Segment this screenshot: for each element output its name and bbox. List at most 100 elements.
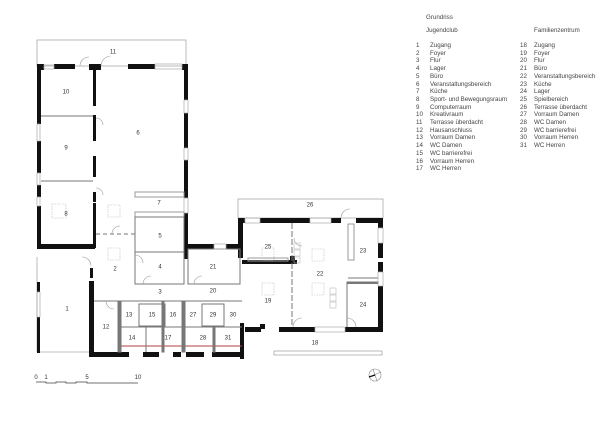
legend-item-number: 3	[416, 57, 420, 65]
room-number-label: 22	[317, 272, 324, 278]
legend-item: 3 Flur	[416, 57, 507, 65]
room-number-label: 3	[158, 290, 162, 296]
legend-item-label: Flur	[430, 57, 441, 65]
legend-item-number: 13	[416, 134, 423, 142]
legend-item-label: Vorraum Damen	[534, 111, 580, 119]
legend-item: 9 Computerraum	[416, 104, 507, 112]
legend-item-number: 8	[416, 95, 420, 103]
legend-item: 27 Vorraum Damen	[520, 111, 595, 119]
legend-item-label: Foyer	[534, 49, 550, 57]
legend-item-number: 21	[520, 65, 527, 73]
scale-tick-label: 10	[135, 375, 142, 381]
room-number-label: 30	[230, 313, 237, 319]
room-number-label: 7	[157, 201, 161, 207]
legend-item-label: Kreativraum	[430, 111, 464, 119]
legend-item-label: Büro	[534, 65, 548, 73]
legend-item-number: 27	[520, 111, 527, 119]
legend-item-number: 20	[520, 57, 527, 65]
legend-item-label: Vorraum Damen	[430, 134, 476, 142]
legend-item-number: 25	[520, 95, 527, 103]
legend-item: 13 Vorraum Damen	[416, 134, 507, 142]
legend-item: 1 Zugang	[416, 42, 507, 50]
room-number-label: 10	[63, 90, 70, 96]
room-number-label: 24	[360, 303, 367, 309]
legend-item-number: 26	[520, 103, 527, 111]
legend-item-number: 19	[520, 49, 527, 57]
room-number-label: 27	[190, 313, 197, 319]
legend-item-label: Spielbereich	[534, 95, 569, 103]
legend-item: 17 WC Herren	[416, 165, 507, 173]
legend-item-number: 12	[416, 126, 423, 134]
legend-item-number: 17	[416, 165, 423, 173]
room-number-label: 16	[170, 313, 177, 319]
room-number-label: 25	[265, 245, 272, 251]
scale-tick-label: 5	[85, 375, 89, 381]
thin-walls	[41, 115, 379, 353]
legend-item-number: 28	[520, 119, 527, 127]
legend-item-label: Veranstaltungsbereich	[430, 80, 492, 88]
jugendclub-heading: Jugendclub	[426, 27, 458, 34]
room-number-label: 31	[225, 336, 232, 342]
legend-item-label: Küche	[534, 80, 552, 88]
legend-item-number: 31	[520, 142, 527, 150]
legend-item-number: 14	[416, 142, 423, 150]
legend-item-number: 9	[416, 103, 420, 111]
room-number-label: 8	[64, 212, 68, 218]
north-arrow	[368, 368, 382, 382]
legend-item-label: Computerraum	[430, 103, 472, 111]
room-number-label: 23	[360, 249, 367, 255]
legend-item: 26 Terrasse überdacht	[520, 104, 595, 112]
room-number-label: 9	[64, 146, 68, 152]
legend-item-label: WC barrierefrei	[430, 149, 472, 157]
legend-item-number: 11	[416, 119, 423, 127]
legend-item-number: 15	[416, 149, 423, 157]
legend-item-number: 6	[416, 80, 420, 88]
room-number-label: 14	[129, 336, 136, 342]
room-number-label: 11	[110, 50, 117, 56]
legend-item-number: 16	[416, 157, 423, 165]
room-number-label: 12	[103, 325, 110, 331]
legend-item: 15 WC barrierefrei	[416, 150, 507, 158]
room-number-label: 1	[65, 307, 69, 313]
legend-item: 25 Spielbereich	[520, 96, 595, 104]
legend-item-number: 1	[416, 42, 420, 49]
legend-item-number: 18	[520, 42, 527, 49]
room-number-label: 17	[165, 336, 172, 342]
room-number-label: 28	[200, 336, 207, 342]
seating	[293, 242, 337, 309]
legend-item-number: 29	[520, 126, 527, 134]
room-number-label: 21	[210, 265, 217, 271]
legend-item-number: 22	[520, 72, 527, 80]
legend-item: 19 Foyer	[520, 50, 595, 58]
legend-item-number: 24	[520, 88, 527, 96]
legend-item-label: Terrasse überdacht	[534, 103, 587, 111]
familienzentrum-heading: Familienzentrum	[534, 27, 580, 34]
thick-walls	[37, 64, 383, 359]
legend-item-label: Lager	[430, 65, 446, 73]
room-number-label: 6	[136, 131, 140, 137]
legend-item-label: Zugang	[430, 42, 451, 49]
legend-item-label: Lager	[534, 88, 550, 96]
legend-item-number: 5	[416, 72, 420, 80]
room-number-label: 18	[312, 341, 319, 347]
legend-item: 6 Veranstaltungsbereich	[416, 81, 507, 89]
legend-item-label: WC Herren	[430, 165, 461, 173]
room-number-label: 20	[210, 289, 217, 295]
room-number-label: 2	[113, 267, 117, 273]
